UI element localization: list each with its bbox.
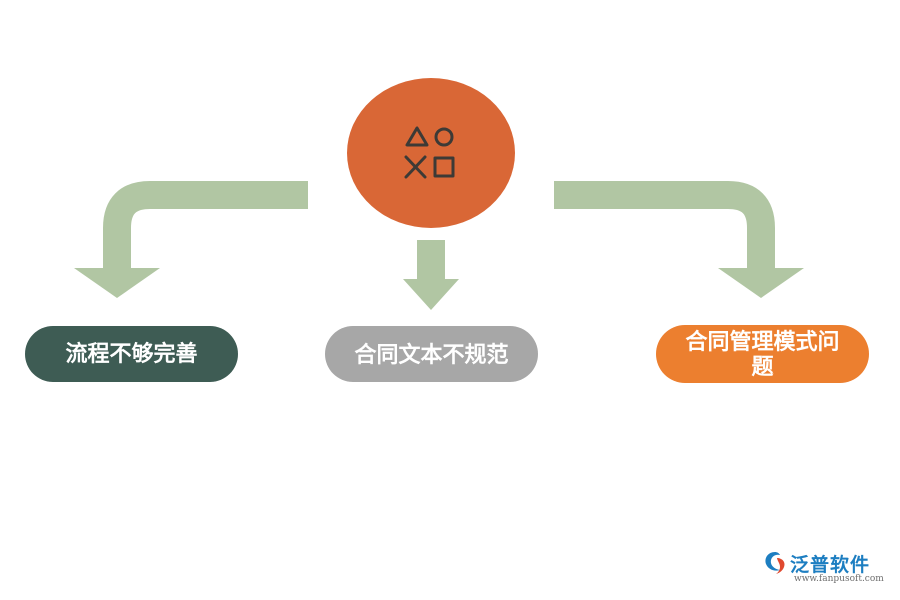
node-contract-text-nonstandard: 合同文本不规范 <box>325 326 538 382</box>
center-circle <box>347 78 515 228</box>
node-label: 合同文本不规范 <box>354 342 509 368</box>
node-contract-management-mode: 合同管理模式问题 <box>656 325 869 383</box>
watermark: 泛普软件 www.fanpusoft.com <box>760 548 888 590</box>
playstation-shapes-icon <box>404 126 455 179</box>
node-process-incomplete: 流程不够完善 <box>25 326 238 382</box>
watermark-url: www.fanpusoft.com <box>794 574 884 584</box>
node-label: 流程不够完善 <box>65 341 198 367</box>
arrow-right <box>554 181 804 298</box>
arrow-left <box>74 181 308 298</box>
fanpu-logo-icon <box>765 552 785 574</box>
node-label: 合同管理模式问题 <box>685 330 840 380</box>
watermark-brand: 泛普软件 <box>790 554 871 576</box>
arrow-center <box>403 240 459 310</box>
